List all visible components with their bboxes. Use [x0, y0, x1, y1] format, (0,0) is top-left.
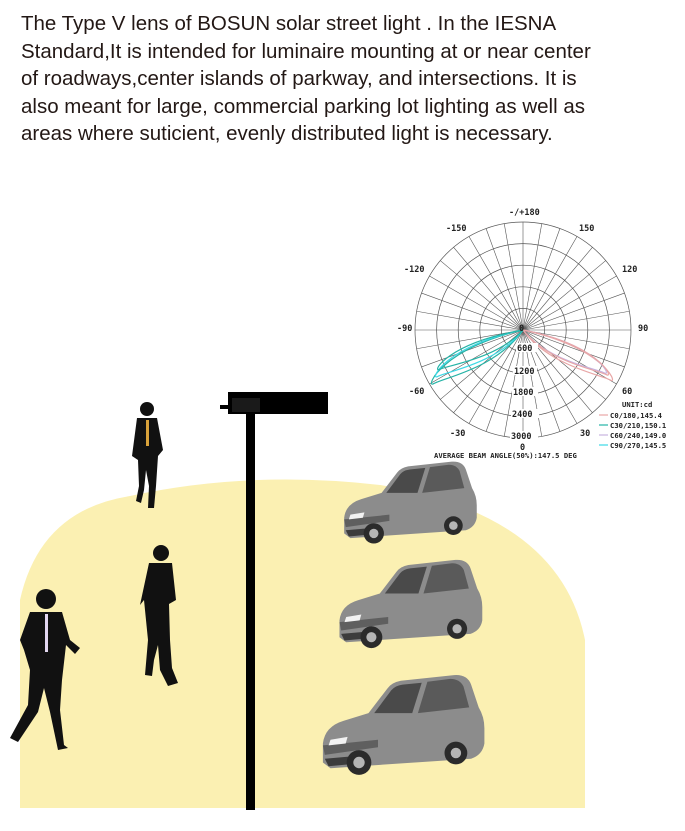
grid-spoke — [522, 260, 606, 331]
distribution-curve — [437, 329, 524, 371]
grid-spoke — [503, 223, 524, 331]
polar-candela-chart: -/+180 -150 150 -120 120 -90 90 -60 60 -… — [397, 208, 666, 460]
person-silhouette — [140, 545, 178, 686]
grid-spoke — [522, 292, 625, 331]
beam-angle-label: AVERAGE BEAM ANGLE(50%):147.5 DEG — [434, 451, 577, 460]
radial-label-bg — [516, 343, 538, 352]
distribution-curve — [430, 329, 524, 385]
angle-label: -90 — [397, 324, 412, 334]
radial-label: 3000 — [511, 432, 531, 442]
grid-spoke — [522, 247, 593, 331]
grid-spoke — [522, 329, 617, 385]
radial-label-bg — [513, 366, 537, 375]
angle-label: -60 — [409, 387, 424, 397]
angle-label: 60 — [622, 387, 632, 397]
angle-label: -30 — [450, 429, 465, 439]
radial-label-bg — [512, 387, 538, 396]
car — [344, 461, 477, 544]
description-text: The Type V lens of BOSUN solar street li… — [21, 10, 671, 148]
grid-spoke — [440, 260, 524, 331]
distribution-curve — [435, 329, 524, 378]
grid-spoke — [522, 228, 561, 331]
grid-spoke — [468, 236, 524, 331]
angle-label: 30 — [580, 429, 590, 439]
grid-spoke — [421, 329, 524, 368]
polar-grid — [414, 221, 632, 439]
polar-curves — [430, 329, 614, 385]
person-silhouette — [10, 589, 80, 750]
grid-spoke — [522, 310, 630, 331]
radial-label: 600 — [517, 344, 532, 354]
grid-spoke — [522, 329, 606, 400]
distribution-curve — [522, 329, 614, 382]
description-line: also meant for large, commercial parking… — [21, 94, 586, 118]
radial-label: 0 — [519, 324, 524, 334]
grid-spoke — [522, 223, 543, 331]
grid-spoke — [468, 329, 524, 424]
radial-label: 1200 — [514, 367, 534, 377]
grid-spoke — [522, 329, 625, 368]
description-line: of roadways,center islands of parkway, a… — [21, 67, 577, 90]
grid-spoke — [429, 275, 524, 331]
radial-label: 2400 — [512, 410, 532, 420]
grid-spoke — [522, 236, 578, 331]
legend-label: C0/180,145.4 — [610, 411, 662, 420]
angle-label: 0 — [520, 443, 525, 453]
person-silhouette — [132, 402, 163, 508]
radial-label: 1800 — [513, 388, 533, 398]
legend-label: C30/210,150.1 — [610, 421, 666, 430]
grid-spoke — [522, 329, 630, 350]
description-line: Standard,It is intended for luminaire mo… — [21, 39, 591, 63]
grid-spoke — [453, 247, 524, 331]
description-line: The Type V lens of BOSUN solar street li… — [21, 12, 557, 35]
distribution-curve — [522, 329, 609, 376]
radial-label-bg — [510, 431, 538, 440]
angle-label: -150 — [446, 224, 466, 234]
street-light-pole — [220, 392, 328, 810]
angle-label: 150 — [579, 224, 594, 234]
light-pool — [20, 479, 585, 808]
legend-label: C60/240,149.0 — [610, 431, 666, 440]
grid-spoke — [485, 228, 524, 331]
grid-spoke — [416, 310, 524, 331]
angle-label: 120 — [622, 265, 637, 275]
angle-label: -120 — [404, 265, 424, 275]
grid-spoke — [429, 329, 524, 385]
angle-label: -/+180 — [509, 208, 540, 218]
legend-label: C90/270,145.5 — [610, 441, 666, 450]
grid-spoke — [522, 275, 617, 331]
unit-label: UNIT:cd — [622, 400, 652, 409]
angle-label: 90 — [638, 324, 648, 334]
grid-spoke — [421, 292, 524, 331]
description-line: areas where suticient, evenly distribute… — [21, 122, 553, 145]
radial-label-bg — [511, 409, 539, 418]
